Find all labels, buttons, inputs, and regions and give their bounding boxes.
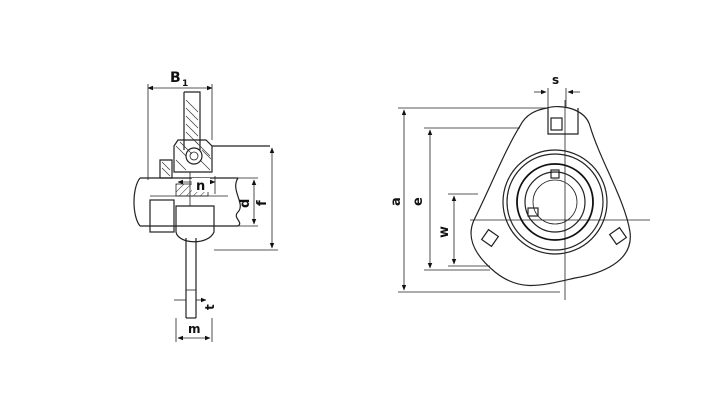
flange-plate — [183, 91, 201, 319]
dim-e: e — [411, 127, 520, 271]
bolt-slots — [480, 117, 628, 248]
label-B1: B — [170, 70, 181, 86]
dim-f: f — [214, 147, 278, 251]
dim-s: s — [534, 73, 580, 108]
bearing-rings — [502, 149, 608, 255]
dim-a: a — [389, 107, 560, 293]
dim-m: m — [175, 318, 213, 342]
label-m: m — [188, 322, 201, 336]
front-view: s a e w — [389, 73, 650, 300]
label-s: s — [552, 73, 559, 87]
triangular-flange — [470, 100, 650, 300]
label-n: n — [196, 179, 205, 194]
label-f: f — [255, 200, 270, 206]
label-a: a — [389, 197, 404, 206]
dim-d: d — [238, 177, 258, 227]
label-e: e — [411, 197, 426, 206]
label-t: t — [203, 304, 217, 310]
label-B1-subscript: 1 — [182, 79, 188, 89]
side-view: B 1 n d f t — [133, 70, 278, 342]
housing-section — [149, 139, 270, 243]
dim-t: t — [174, 297, 217, 310]
dim-n: n — [177, 176, 216, 194]
dim-B1: B 1 — [147, 70, 213, 180]
label-w: w — [437, 226, 452, 238]
dim-w: w — [437, 193, 490, 267]
label-d: d — [238, 199, 253, 208]
